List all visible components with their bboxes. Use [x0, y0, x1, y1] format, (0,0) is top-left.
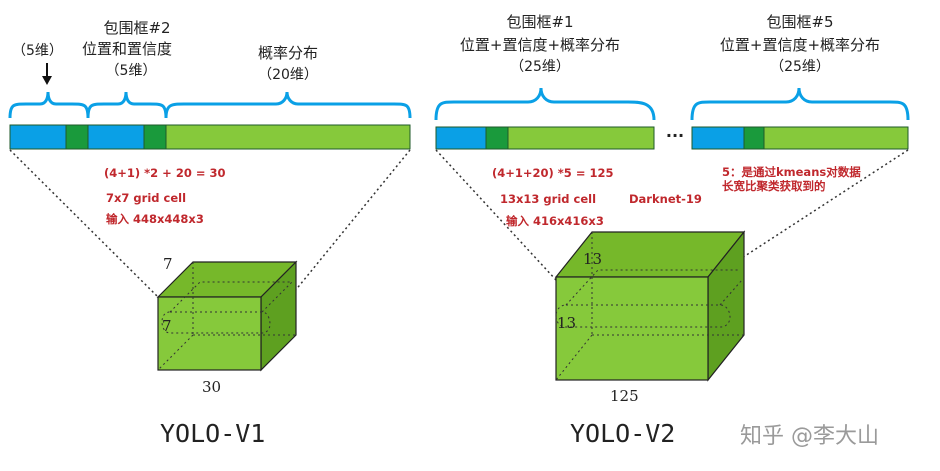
- label-bbox5-dim: （25维）: [770, 59, 830, 75]
- segment-v2-box5-conf: [743, 126, 765, 150]
- segment-box2-conf: [143, 124, 167, 150]
- segment-v2-box1-blue: [435, 126, 487, 150]
- formula-v2: (4+1+20) *5 = 125: [492, 166, 614, 180]
- label-bbox1-title: 包围框#1: [506, 13, 574, 31]
- ellipsis: ···: [665, 126, 685, 145]
- segment-v2-box5-blue: [691, 126, 745, 150]
- segment-prob: [165, 124, 411, 150]
- label-bbox2-dim: （5维）: [105, 63, 157, 79]
- arrow-head-icon: [42, 76, 52, 85]
- label-prob-title: 概率分布: [257, 44, 318, 62]
- segment-v2-box5-prob: [763, 126, 909, 150]
- tensor-cube-v1: [156, 260, 298, 372]
- segment-v2-box1-prob: [507, 126, 655, 150]
- cube-v1-depth: 30: [202, 378, 222, 396]
- backbone-name: Darknet-19: [629, 192, 702, 206]
- segment-v2-box1-conf: [485, 126, 509, 150]
- tensor-cube-v2: [554, 230, 746, 382]
- label-bbox1-desc: 位置+置信度+概率分布: [459, 36, 621, 54]
- cube-v1-top-dim: 7: [163, 255, 173, 273]
- brace-bbox1-v2: [434, 87, 656, 121]
- title-yolo-v1: YOLO-V1: [160, 419, 266, 448]
- brace-prob-v1: [164, 91, 412, 119]
- formula-v1: (4+1) *2 + 20 = 30: [104, 166, 226, 180]
- cube-v2-left-dim: 13: [557, 314, 577, 332]
- label-bbox1-dim: （25维）: [510, 59, 570, 75]
- projection-right-v1: [289, 149, 411, 298]
- brace-bbox2-v1: [86, 91, 168, 119]
- grid-cell-v2: 13x13 grid cell: [500, 192, 597, 206]
- cube-v2-top-dim: 13: [583, 250, 603, 268]
- label-5dim-v1: （5维）: [12, 43, 63, 59]
- segment-box2-blue: [87, 124, 145, 150]
- label-prob-dim: （20维）: [258, 67, 318, 83]
- segment-box1-conf: [65, 124, 89, 150]
- cube-v1-left-dim: 7: [162, 317, 172, 335]
- label-bbox5-title: 包围框#5: [766, 13, 834, 31]
- watermark: 知乎 @李大山: [740, 424, 879, 449]
- label-bbox5-desc: 位置+置信度+概率分布: [719, 36, 881, 54]
- anchor-note-line1: 5：是通过kmeans对数据: [722, 165, 861, 179]
- segment-box1-blue: [9, 124, 67, 150]
- grid-cell-v1: 7x7 grid cell: [106, 191, 187, 205]
- brace-bbox1-v1: [8, 91, 90, 119]
- input-size-v1: 输入 448x448x3: [106, 212, 204, 226]
- input-size-v2: 输入 416x416x3: [506, 214, 604, 228]
- title-yolo-v2: YOLO-V2: [570, 419, 676, 448]
- cube-v2-depth: 125: [610, 387, 639, 405]
- anchor-note-line2: 长宽比聚类获取到的: [722, 179, 826, 193]
- brace-bbox5-v2: [690, 87, 910, 121]
- label-bbox2-title: 包围框#2: [103, 19, 171, 37]
- label-bbox2-desc: 位置和置信度: [81, 40, 172, 58]
